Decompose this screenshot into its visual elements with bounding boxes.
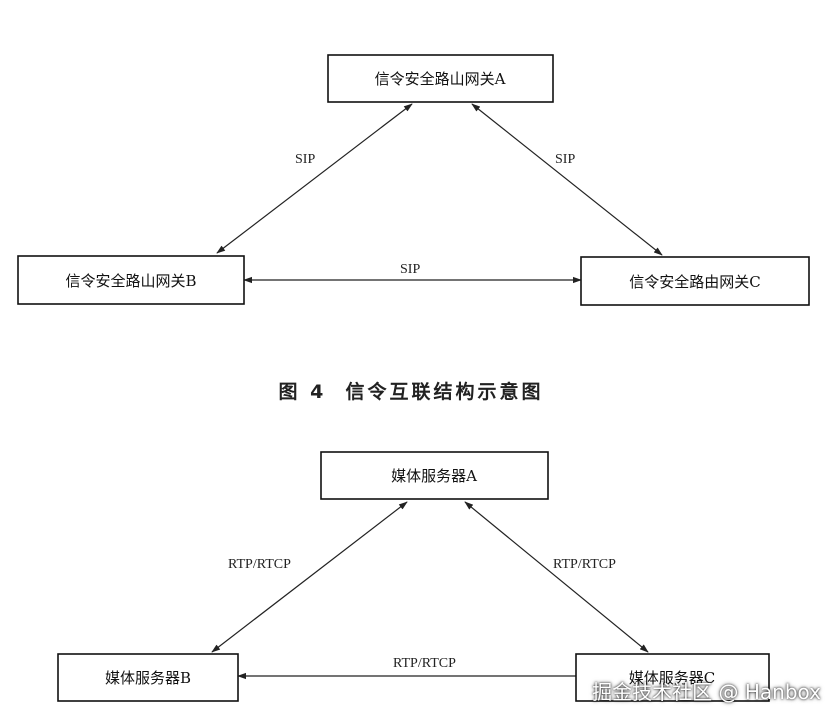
node-signaling-gateway-a-label: 信令安全路山网关A xyxy=(375,70,506,88)
watermark-text: 掘金技术社区 @ Hanbox xyxy=(592,680,821,704)
edge-b-c-label: SIP xyxy=(400,262,420,277)
node-signaling-gateway-b-label: 信令安全路山网关B xyxy=(65,272,196,290)
edge-media-b-c-label: RTP/RTCP xyxy=(393,656,456,671)
edge-media-a-c-line xyxy=(464,501,649,653)
node-media-server-a: 媒体服务器A xyxy=(320,451,549,500)
node-media-server-a-label: 媒体服务器A xyxy=(391,467,477,485)
node-signaling-gateway-c: 信令安全路由网关C xyxy=(580,256,810,306)
figure4-caption: 图 4 信令互联结构示意图 xyxy=(278,380,543,403)
figure4-group: SIP SIP SIP 信令安全路山网关A 信令安全路山网关B 信令安全路由网关… xyxy=(17,54,810,306)
edge-media-a-b-line xyxy=(211,501,408,653)
edge-a-b-label: SIP xyxy=(295,152,315,167)
node-signaling-gateway-a: 信令安全路山网关A xyxy=(327,54,554,103)
node-media-server-c: 媒体服务器C xyxy=(575,653,770,702)
node-media-server-b: 媒体服务器B xyxy=(57,653,239,702)
node-media-server-b-label: 媒体服务器B xyxy=(105,669,191,687)
node-signaling-gateway-b: 信令安全路山网关B xyxy=(17,255,245,305)
node-media-server-c-label: 媒体服务器C xyxy=(629,669,715,687)
edge-a-c-line xyxy=(471,103,663,256)
edge-media-a-c-label: RTP/RTCP xyxy=(553,557,616,572)
edge-media-a-b-label: RTP/RTCP xyxy=(228,557,291,572)
figure5-group: RTP/RTCP RTP/RTCP RTP/RTCP 媒体服务器A 媒体服务器B… xyxy=(57,451,770,702)
edge-a-c-label: SIP xyxy=(555,152,575,167)
edge-a-b-line xyxy=(216,103,413,254)
node-signaling-gateway-c-label: 信令安全路由网关C xyxy=(629,273,760,291)
